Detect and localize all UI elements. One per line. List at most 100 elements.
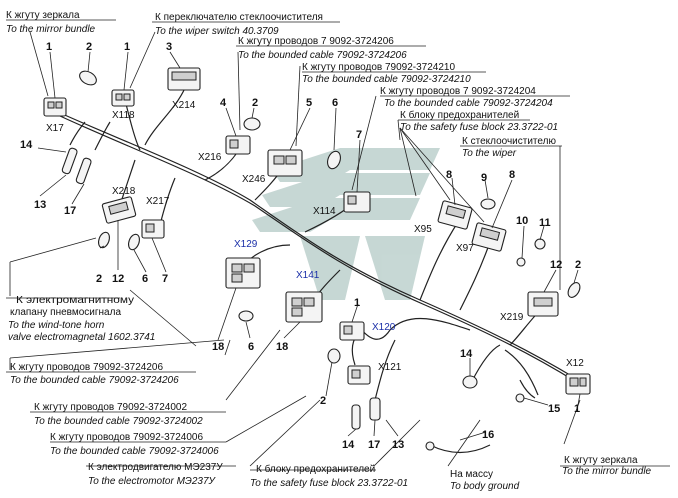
callout-texts: К жгуту зеркала To the mirror bundle К п… (6, 10, 652, 492)
code-x120: X120 (372, 322, 396, 333)
position-numbers: 1 2 1 3 4 2 5 6 7 14 13 17 8 9 8 10 11 1… (20, 41, 581, 451)
connector-x216 (225, 135, 251, 155)
num-2-b: 2 (252, 97, 258, 109)
num-6-b: 6 (142, 273, 148, 285)
num-16: 16 (482, 429, 494, 441)
num-1-b: 1 (124, 41, 130, 53)
connector-x118 (111, 89, 135, 107)
code-x97: X97 (456, 243, 474, 254)
connector-x219 (527, 291, 559, 317)
callout-mirror-top-ru: К жгуту зеркала (6, 10, 80, 21)
callout-horn-valve-ru2: клапану пневмосигнала (10, 307, 121, 318)
callout-wiper-ru: К стеклоочистителю (462, 136, 556, 147)
code-x141: X141 (296, 270, 320, 281)
num-8-b: 8 (509, 169, 515, 181)
num-1-c: 1 (354, 297, 360, 309)
callout-fuse-top-en: To the safety fuse block 23.3722-01 (400, 122, 558, 133)
num-3: 3 (166, 41, 172, 53)
callout-cable-002-ru: К жгуту проводов 79092-3724002 (34, 402, 187, 413)
callout-fuse-bottom-ru: К блоку предохранителей (256, 463, 375, 475)
callout-ground-ru: На массу (450, 469, 493, 480)
num-13-b: 13 (392, 439, 404, 451)
connector-x217 (141, 219, 165, 239)
connector-x214 (167, 67, 201, 91)
num-17-b: 17 (368, 439, 380, 451)
code-x114: X114 (313, 206, 336, 217)
num-14-b: 14 (460, 348, 473, 360)
num-12-a: 12 (550, 259, 562, 271)
callout-cable-210-ru: К жгуту проводов 79092-3724210 (302, 62, 455, 73)
num-8-a: 8 (446, 169, 452, 181)
num-15: 15 (548, 403, 560, 415)
code-x129: X129 (234, 239, 258, 250)
callout-cable-206-left-en: To the bounded cable 79092-3724206 (10, 375, 179, 386)
callout-wiper-en: To the wiper (462, 148, 517, 159)
num-7-b: 7 (162, 273, 168, 285)
num-6-a: 6 (332, 97, 338, 109)
num-14-c: 14 (342, 439, 355, 451)
num-14-a: 14 (20, 139, 33, 151)
code-x246: X246 (242, 174, 266, 185)
num-5: 5 (306, 97, 312, 109)
callout-fuse-top-ru: К блоку предохранителей (400, 109, 519, 121)
callout-cable-206-left-ru: К жгуту проводов 79092-3724206 (10, 362, 163, 373)
callout-ground-en: To body ground (450, 481, 520, 492)
callout-cable-206-top-en: To the bounded cable 79092-3724206 (238, 50, 407, 61)
callout-wiper-switch-en: To the wiper switch 40.3709 (155, 26, 279, 37)
connector-x141 (285, 291, 323, 323)
callout-horn-valve-en2: valve electromagnetal 1602.3741 (8, 332, 155, 343)
callout-cable-006-ru: К жгуту проводов 79092-3724006 (50, 432, 203, 443)
callout-mirror-top-en: To the mirror bundle (6, 24, 96, 35)
num-13-a: 13 (34, 199, 46, 211)
callout-wiper-switch-ru: К переключателю стеклоочистителя (155, 12, 323, 23)
num-10: 10 (516, 215, 528, 227)
connector-x95 (437, 200, 473, 230)
num-2-d: 2 (96, 273, 102, 285)
num-2-c: 2 (575, 259, 581, 271)
leader-lines (9, 31, 581, 467)
num-9: 9 (481, 172, 487, 184)
callout-cable-204-ru: К жгуту проводов 7 9092-3724204 (380, 86, 536, 97)
callout-horn-valve-en: To the wind-tone horn (8, 320, 105, 331)
num-18-a: 18 (212, 341, 224, 353)
code-x121: X121 (378, 362, 402, 373)
code-x217: X217 (146, 196, 170, 207)
connector-x114 (343, 191, 371, 213)
code-x17: X17 (46, 123, 64, 134)
callout-cable-002-en: To the bounded cable 79092-3724002 (34, 416, 203, 427)
num-4: 4 (220, 97, 227, 109)
connector-x246 (267, 149, 303, 177)
code-x118: X118 (112, 110, 135, 121)
callout-cable-210-en: To the bounded cable 79092-3724210 (302, 74, 471, 85)
connector-x120 (339, 321, 365, 341)
num-2-a: 2 (86, 41, 92, 53)
connector-x12 (565, 373, 591, 395)
num-1-a: 1 (46, 41, 52, 53)
num-7-a: 7 (356, 129, 362, 141)
code-x12: X12 (566, 358, 584, 369)
num-6-c: 6 (248, 341, 254, 353)
callout-fuse-bottom-en: To the safety fuse block 23.3722-01 (250, 478, 408, 489)
code-x216: X216 (198, 152, 222, 163)
callout-cable-206-top-ru: К жгуту проводов 7 9092-3724206 (238, 36, 394, 47)
num-18-b: 18 (276, 341, 288, 353)
callout-motor-en: To the electromotor МЭ237У (88, 476, 217, 487)
code-x95: X95 (414, 224, 432, 235)
num-12-b: 12 (112, 273, 124, 285)
callout-motor-ru: К электродвигателю МЭ237У (88, 462, 223, 473)
connector-x129 (225, 257, 261, 289)
connector-x121 (347, 365, 371, 385)
num-17-a: 17 (64, 205, 76, 217)
callout-horn-valve-ru: К электромагнитному (16, 295, 134, 306)
code-x214: X214 (172, 100, 196, 111)
watermark-logo (252, 148, 440, 300)
callout-cable-006-en: To the bounded cable 79092-3724006 (50, 446, 219, 457)
connector-codes: X17 X118 X214 X216 X246 X114 X95 X97 X21… (46, 100, 584, 373)
connector-x218 (101, 196, 137, 224)
callout-mirror-bottom-en: To the mirror bundle (562, 466, 652, 477)
callout-cable-204-en: To the bounded cable 79092-3724204 (384, 98, 553, 109)
callout-underlines (6, 19, 670, 471)
callout-mirror-bottom-ru: К жгуту зеркала (564, 455, 638, 466)
connector-x17 (43, 97, 67, 117)
